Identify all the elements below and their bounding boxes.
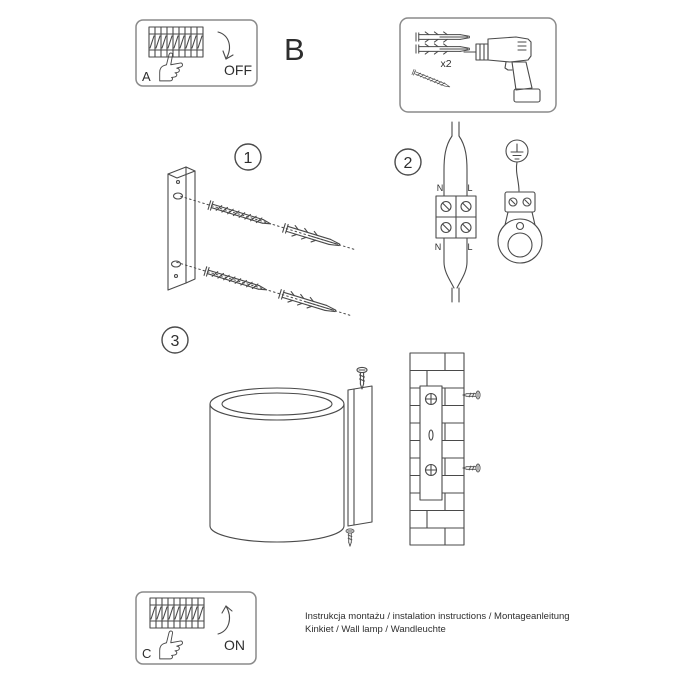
step-3-number: 3 bbox=[171, 333, 180, 350]
wall-strip-icon bbox=[419, 385, 443, 501]
wall-cup-icon bbox=[497, 191, 543, 264]
arrow-up-icon bbox=[217, 605, 233, 635]
wire-label-l-bottom: L bbox=[467, 242, 472, 252]
step-3-badge bbox=[161, 326, 189, 354]
side-screw-icon bbox=[462, 463, 481, 473]
mounting-bracket-icon bbox=[167, 166, 196, 291]
hand-icon bbox=[159, 630, 183, 660]
wire-label-n-top: N bbox=[437, 183, 444, 193]
section-b-label: B bbox=[284, 32, 305, 67]
screw-icon bbox=[411, 69, 452, 90]
arrow-down-icon bbox=[217, 31, 234, 60]
wire-label-n-bottom: N bbox=[435, 242, 442, 252]
cable-wires-icon bbox=[443, 121, 468, 303]
step-1-number: 1 bbox=[244, 150, 253, 167]
drill-icon bbox=[463, 36, 541, 103]
step-2: 2 N L N L bbox=[394, 121, 543, 303]
footer-line-1: Instrukcja montażu / instalation instruc… bbox=[305, 611, 570, 622]
panel-a-frame bbox=[135, 19, 258, 87]
wall-plug-icon bbox=[415, 31, 470, 43]
tools-box-frame bbox=[399, 17, 557, 113]
plug-count-label: x2 bbox=[440, 58, 451, 70]
lamp-cylinder-icon bbox=[209, 387, 345, 543]
footer-line-2: Kinkiet / Wall lamp / Wandleuchte bbox=[305, 624, 446, 635]
lamp-bracket-icon bbox=[345, 366, 373, 547]
panel-a: OFF A bbox=[135, 19, 258, 87]
wall-plug-icon bbox=[415, 43, 470, 55]
off-label: OFF bbox=[224, 62, 252, 78]
step-2-number: 2 bbox=[404, 155, 413, 172]
screw-and-plug-icon bbox=[180, 195, 356, 251]
wire-label-l-top: L bbox=[467, 183, 472, 193]
panel-a-label: A bbox=[142, 69, 151, 84]
panel-c: ON C bbox=[135, 591, 257, 665]
panel-c-frame bbox=[135, 591, 257, 665]
on-label: ON bbox=[224, 637, 245, 653]
earth-symbol-icon bbox=[505, 139, 529, 163]
step-1-badge bbox=[234, 143, 262, 171]
side-screw-icon bbox=[462, 390, 481, 400]
step-1: 1 bbox=[167, 143, 356, 317]
circuit-breaker-icon bbox=[148, 26, 204, 58]
panel-c-label: C bbox=[142, 646, 151, 661]
step-2-badge bbox=[394, 148, 422, 176]
brick-wall-icon bbox=[409, 352, 481, 546]
circuit-breaker-icon bbox=[149, 597, 205, 629]
tools-box: x2 bbox=[399, 17, 557, 113]
earth-wire bbox=[515, 161, 520, 192]
terminal-block-icon bbox=[435, 195, 477, 239]
step-3: 3 bbox=[161, 326, 481, 547]
screw-and-plug-icon bbox=[176, 261, 352, 317]
